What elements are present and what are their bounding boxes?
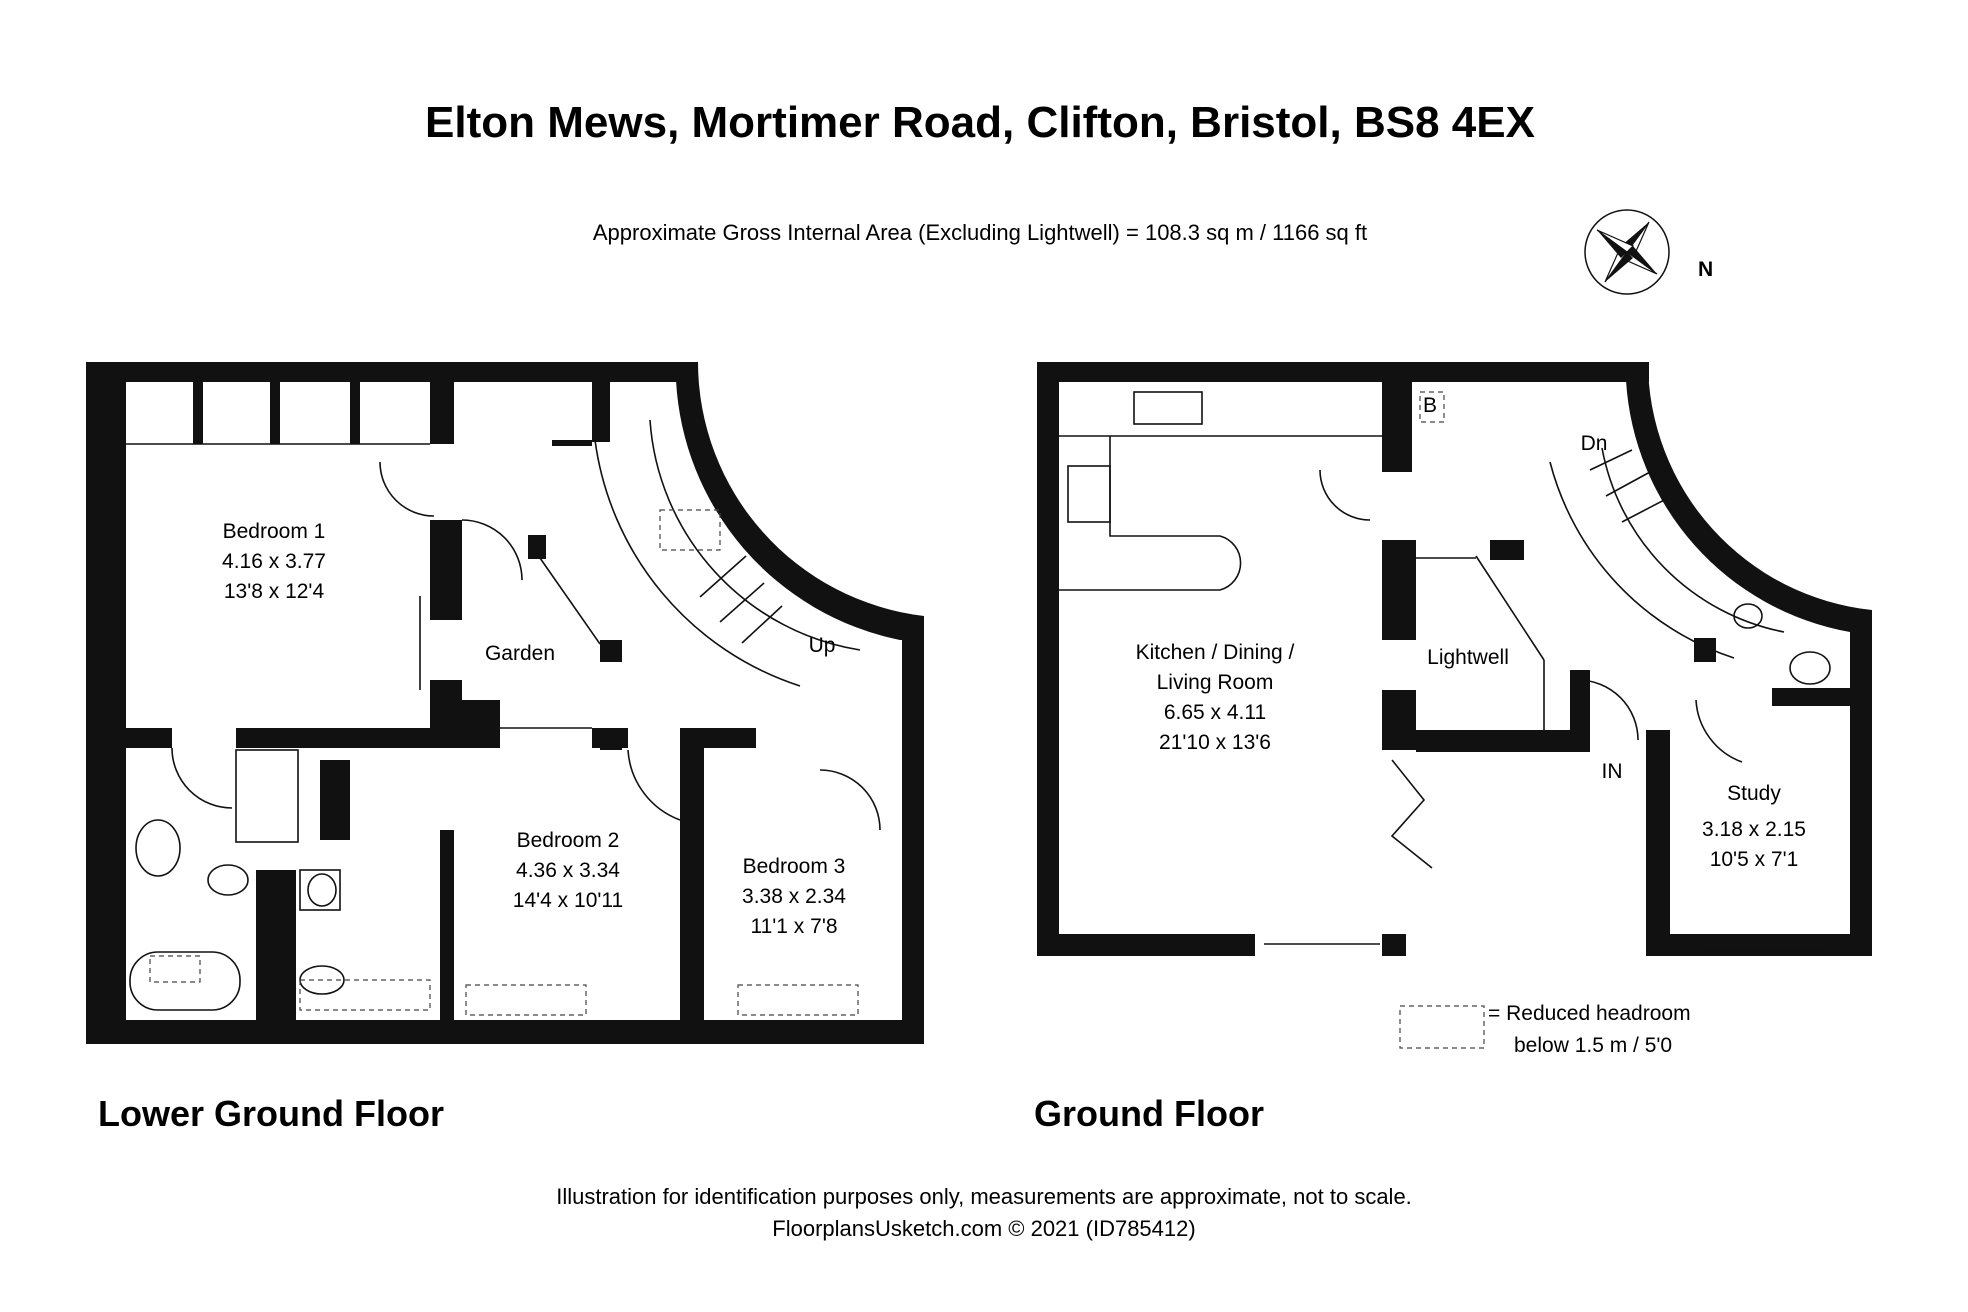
area-summary: Approximate Gross Internal Area (Excludi… (593, 220, 1367, 245)
reduced-headroom-swatch (1399, 1005, 1485, 1049)
boiler-label: B (1423, 394, 1437, 417)
kitchen-imperial: 21'10 x 13'6 (1159, 731, 1271, 754)
legend-line2: below 1.5 m / 5'0 (1514, 1034, 1672, 1057)
legend-line1: = Reduced headroom (1488, 1002, 1691, 1025)
kitchen-name-line2: Living Room (1157, 671, 1274, 694)
bedroom1-name: Bedroom 1 (223, 520, 326, 543)
study-imperial: 10'5 x 7'1 (1710, 848, 1799, 871)
bedroom2-metric: 4.36 x 3.34 (516, 859, 620, 882)
disclaimer-line1: Illustration for identification purposes… (556, 1184, 1412, 1209)
kitchen-name-line1: Kitchen / Dining / (1136, 641, 1295, 664)
page-title: Elton Mews, Mortimer Road, Clifton, Bris… (425, 98, 1535, 147)
bedroom1-metric: 4.16 x 3.77 (222, 550, 326, 573)
bedroom3-name: Bedroom 3 (743, 855, 846, 878)
stairs-down-label: Dn (1581, 432, 1608, 455)
garden-name: Garden (485, 642, 555, 665)
ground-floor-plan (1037, 362, 1872, 956)
lower-ground-floor-title: Lower Ground Floor (98, 1093, 444, 1134)
bedroom2-imperial: 14'4 x 10'11 (513, 889, 623, 912)
lower-ground-floor-plan (86, 362, 924, 1044)
disclaimer-line2: FloorplansUsketch.com © 2021 (ID785412) (772, 1216, 1195, 1241)
bedroom2-name: Bedroom 2 (517, 829, 620, 852)
entrance-label: IN (1602, 760, 1623, 783)
ground-floor-title: Ground Floor (1034, 1093, 1264, 1134)
kitchen-metric: 6.65 x 4.11 (1164, 701, 1266, 724)
compass-rose-icon (1584, 209, 1670, 295)
study-metric: 3.18 x 2.15 (1702, 818, 1806, 841)
bedroom1-imperial: 13'8 x 12'4 (224, 580, 325, 603)
lightwell-name: Lightwell (1427, 646, 1509, 669)
bedroom3-metric: 3.38 x 2.34 (742, 885, 846, 908)
study-name: Study (1727, 782, 1781, 805)
stairs-up-label: Up (809, 634, 836, 657)
bedroom3-imperial: 11'1 x 7'8 (750, 915, 837, 938)
compass-north-label: N (1698, 258, 1713, 281)
